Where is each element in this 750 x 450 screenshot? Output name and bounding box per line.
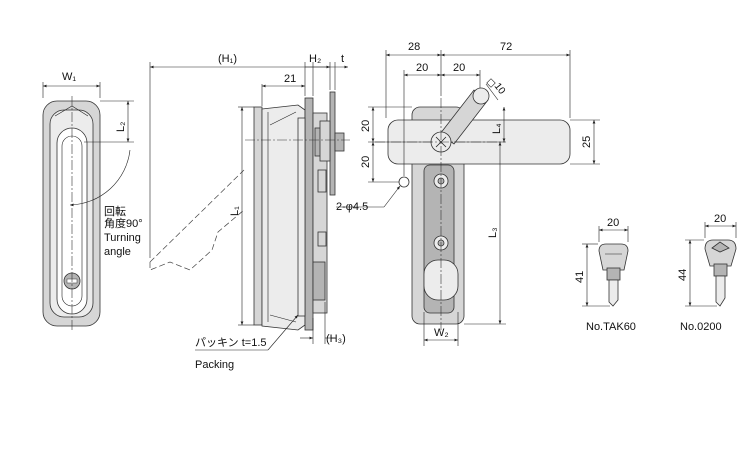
rotation-jp-2: 角度90° bbox=[104, 216, 143, 230]
rear-view: 28 72 20 20 10 20 20 L₄ 25 2-φ4.5 bbox=[336, 41, 600, 346]
dim-w2-label: W₂ bbox=[434, 327, 449, 339]
dim-72-label: 72 bbox=[500, 41, 512, 53]
dim-hole-label: 2-φ4.5 bbox=[336, 201, 368, 213]
rotation-arc bbox=[69, 149, 131, 207]
key-0200-neck bbox=[713, 263, 728, 277]
dim-h1-label: (H₁) bbox=[218, 53, 237, 65]
dim-h3-label: (H₃) bbox=[326, 333, 346, 345]
dim-21-label: 21 bbox=[284, 73, 296, 85]
side-handle-slope-low bbox=[269, 314, 297, 323]
key-tak60-neck bbox=[606, 267, 621, 281]
rear-mount-hole bbox=[398, 176, 410, 188]
phantom-handle-end bbox=[149, 209, 245, 271]
packing-leader bbox=[267, 314, 299, 351]
side-nut bbox=[319, 120, 331, 162]
key-tak60-head bbox=[598, 243, 629, 271]
dim-w1-label: W₁ bbox=[62, 71, 76, 83]
key-tak60-dim-length: 41 bbox=[574, 271, 586, 283]
key-tak60: 20 41 No.TAK60 bbox=[574, 217, 636, 333]
dim-l2-label: L₂ bbox=[115, 122, 127, 132]
side-view: (H₁) H₂ t 21 L₁ (H₃) パッキン t=1.5 Packing bbox=[149, 53, 350, 371]
side-cam-bar bbox=[329, 91, 336, 196]
dim-10-line bbox=[485, 83, 499, 101]
key-0200-head bbox=[704, 239, 737, 267]
front-view: W₁ L₂ 回転 角度90° Turning angle bbox=[42, 71, 143, 330]
key-0200: 20 44 No.0200 bbox=[677, 213, 737, 333]
dim-h2-label: H₂ bbox=[309, 53, 321, 65]
packing-en-label: Packing bbox=[195, 359, 234, 371]
key-0200-blade bbox=[715, 275, 726, 307]
dim-20v2-label: 20 bbox=[360, 156, 372, 168]
key-0200-dim-width: 20 bbox=[714, 213, 726, 225]
key-tak60-blade bbox=[608, 279, 619, 307]
dim-20a-label: 20 bbox=[416, 62, 428, 74]
dim-l3-label: L₃ bbox=[487, 227, 499, 238]
dim-25-label: 25 bbox=[581, 136, 593, 148]
dim-l4-label: L₄ bbox=[491, 123, 503, 134]
key-0200-label: No.0200 bbox=[680, 321, 722, 333]
dim-l1-label: L₁ bbox=[229, 206, 241, 216]
phantom-handle-top bbox=[149, 169, 245, 263]
dim-28-label: 28 bbox=[408, 41, 420, 53]
key-0200-dim-length: 44 bbox=[677, 269, 689, 281]
side-handle-slope bbox=[269, 111, 297, 126]
rotation-en-2: angle bbox=[104, 246, 131, 258]
hole-leader bbox=[383, 185, 401, 208]
rear-cam-tip bbox=[472, 87, 490, 105]
dim-20v1-label: 20 bbox=[360, 120, 372, 132]
dim-20b-label: 20 bbox=[453, 62, 465, 74]
key-tak60-label: No.TAK60 bbox=[586, 321, 636, 333]
side-screw-head bbox=[334, 132, 345, 152]
side-lower-block bbox=[312, 261, 326, 301]
packing-jp-label: パッキン t=1.5 bbox=[195, 336, 267, 349]
rotation-jp-1: 回転 bbox=[104, 205, 126, 218]
dim-t-label: t bbox=[341, 53, 344, 65]
side-panel-plate bbox=[304, 97, 314, 331]
key-tak60-dim-width: 20 bbox=[607, 217, 619, 229]
side-packing bbox=[297, 117, 306, 317]
rotation-en-1: Turning bbox=[104, 232, 141, 244]
